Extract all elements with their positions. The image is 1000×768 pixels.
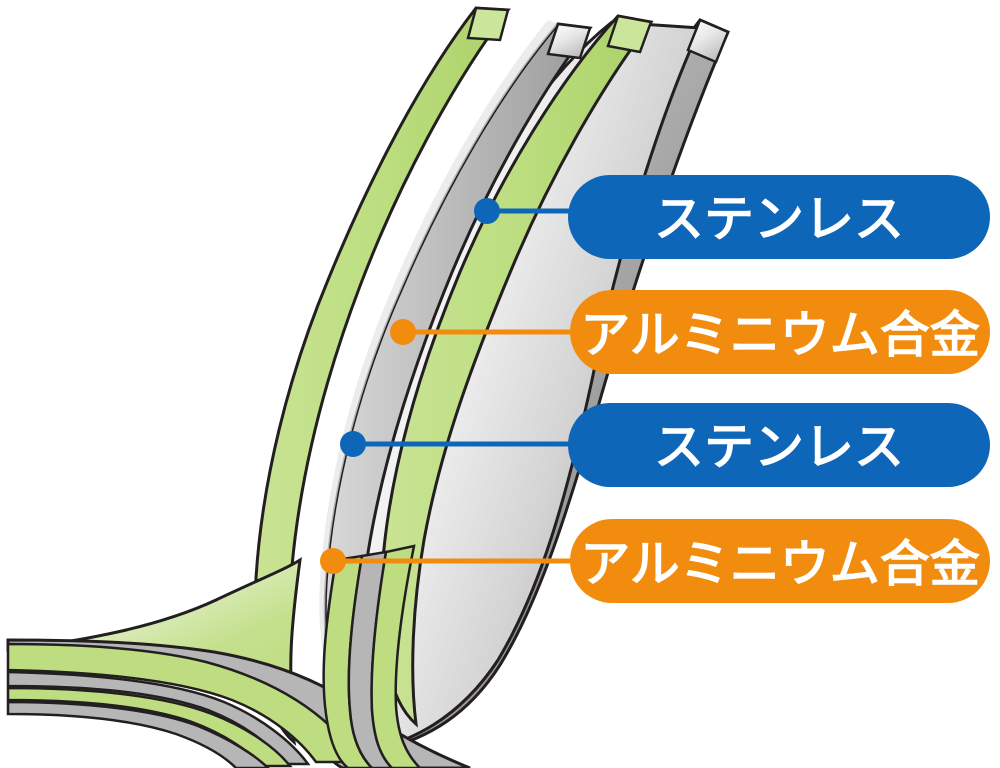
bottom-stack-gray-2 (6, 700, 270, 768)
callout-label-aluminum-lower: アルミニウム合金 (580, 535, 980, 593)
callouts-group: ステンレス アルミニウム合金 ステンレス アルミニウム合金 (320, 175, 990, 603)
stainless-core-blade-top-edge (546, 22, 592, 60)
callout-pill-aluminum-lower[interactable] (570, 519, 990, 603)
callout-dot-stainless-core[interactable] (340, 431, 366, 457)
callout-stainless-core[interactable]: ステンレス (340, 403, 990, 487)
callout-label-stainless-outer: ステンレス (654, 190, 904, 248)
folded-green-stripe-2 (370, 544, 422, 768)
outer-shell-top-edge (686, 18, 730, 64)
callout-dot-aluminum-upper[interactable] (390, 319, 416, 345)
callout-label-stainless-core: ステンレス (654, 418, 904, 476)
callout-aluminum-upper[interactable]: アルミニウム合金 (390, 290, 990, 374)
callout-stainless-outer[interactable]: ステンレス (474, 175, 990, 259)
callout-dot-aluminum-lower[interactable] (320, 548, 346, 574)
callout-aluminum-lower[interactable]: アルミニウム合金 (320, 519, 990, 603)
bottom-stack-green-2 (6, 686, 293, 768)
layer-aluminum-outer-blade (379, 14, 654, 728)
callout-pill-aluminum-upper[interactable] (570, 290, 990, 374)
callout-label-aluminum-upper: アルミニウム合金 (580, 306, 980, 364)
callout-pill-stainless-outer[interactable] (568, 175, 990, 259)
aluminum-outer-blade-top-edge (606, 14, 653, 54)
aluminum-inner-blade-top-edge (466, 6, 510, 42)
callout-dot-stainless-outer[interactable] (474, 198, 500, 224)
aluminum-outer-blade (379, 14, 654, 728)
folded-wall-layers (322, 544, 422, 768)
callout-pill-stainless-core[interactable] (568, 403, 990, 487)
